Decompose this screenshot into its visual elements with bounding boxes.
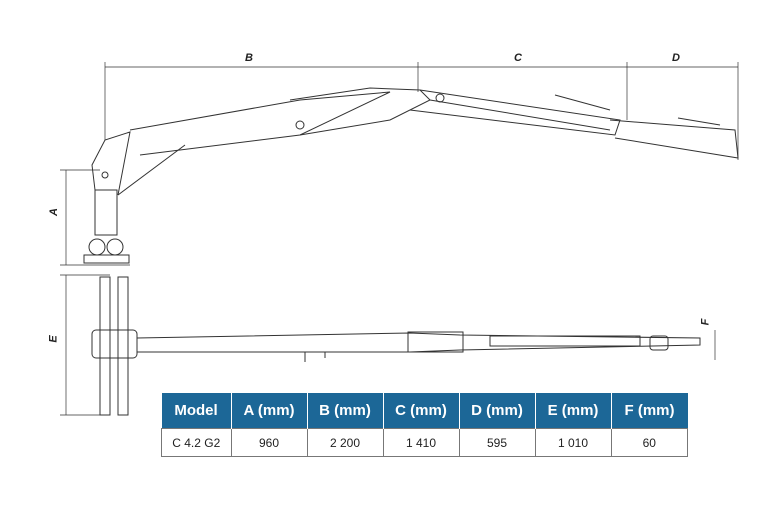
specifications-table: Model A (mm) B (mm) C (mm) D (mm) E (mm)… <box>161 393 688 457</box>
crane-side-view <box>83 87 739 264</box>
cell-d: 595 <box>458 428 536 457</box>
dimension-label-c: C <box>514 52 522 64</box>
header-a: A (mm) <box>231 393 308 429</box>
cell-e: 1 010 <box>534 428 612 457</box>
cell-b: 2 200 <box>306 428 384 457</box>
dimension-label-b: B <box>245 52 253 64</box>
dimension-label-d: D <box>672 52 680 64</box>
header-b: B (mm) <box>307 393 384 429</box>
header-d: D (mm) <box>459 393 536 429</box>
header-c: C (mm) <box>383 393 460 429</box>
cell-a: 960 <box>230 428 308 457</box>
header-model: Model <box>161 393 232 429</box>
cell-f: 60 <box>610 428 688 457</box>
dimension-label-a: A <box>47 208 60 216</box>
crane-top-view <box>91 276 701 416</box>
dimension-label-f: F <box>699 318 712 326</box>
table-header-row: Model A (mm) B (mm) C (mm) D (mm) E (mm)… <box>161 393 688 429</box>
cell-c: 1 410 <box>382 428 460 457</box>
table-row: C 4.2 G2 960 2 200 1 410 595 1 010 60 <box>161 428 688 457</box>
header-f: F (mm) <box>611 393 688 429</box>
dimension-label-e: E <box>47 335 60 343</box>
dimension-lines <box>60 62 739 416</box>
header-e: E (mm) <box>535 393 612 429</box>
cell-model: C 4.2 G2 <box>161 428 232 457</box>
